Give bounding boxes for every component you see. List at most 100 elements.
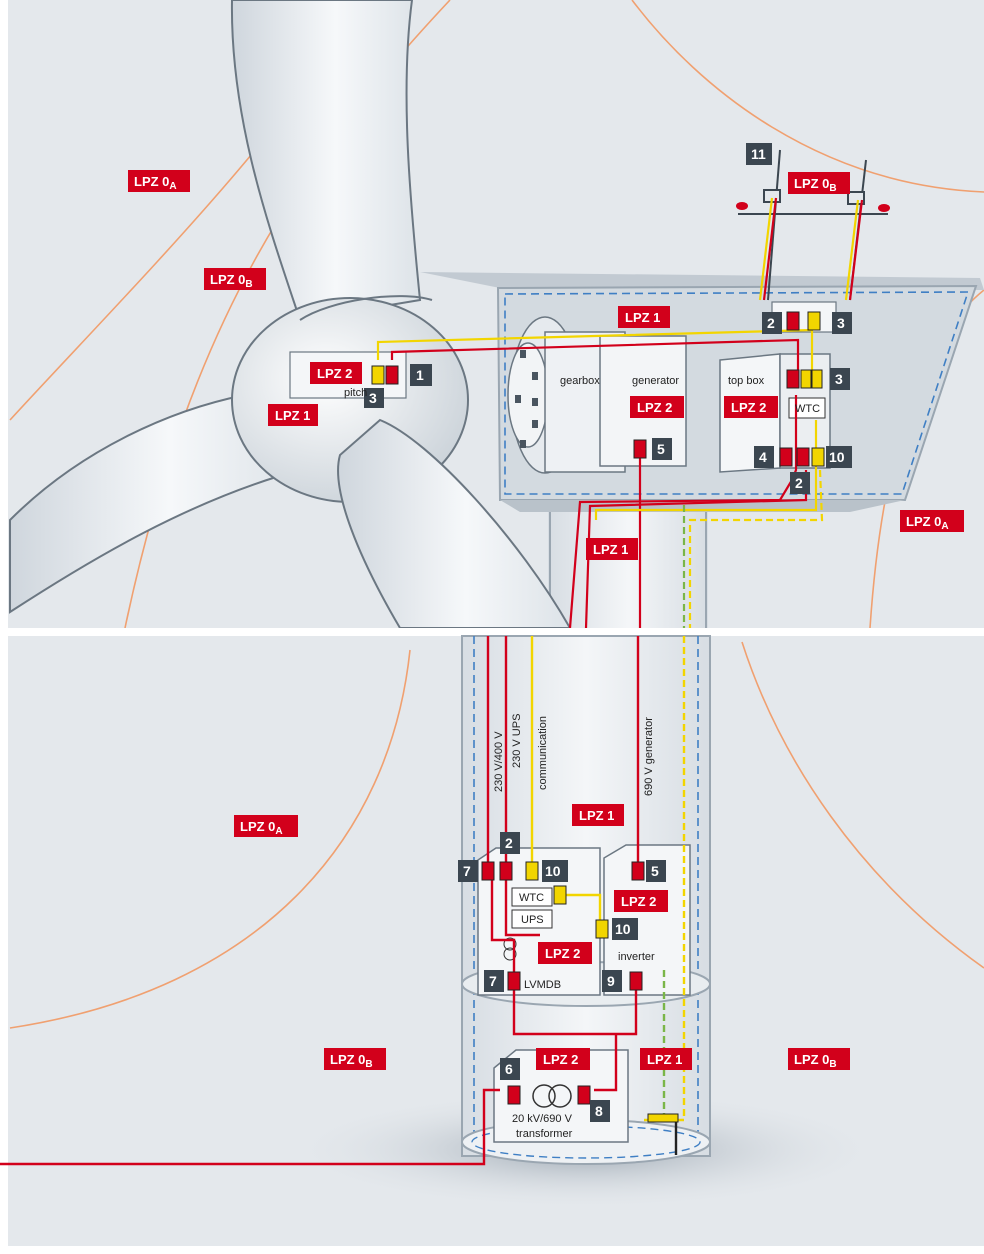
- cable-label-230v400v: 230 V/400 V: [493, 731, 505, 792]
- zone-label-lpz2-topbox: LPZ 2: [724, 396, 778, 418]
- zone-base: LPZ 0: [794, 176, 829, 191]
- zone-label-lpz1-tower-top: LPZ 1: [586, 538, 638, 560]
- svg-text:10: 10: [615, 921, 631, 937]
- svg-text:7: 7: [489, 973, 497, 989]
- zone-label-lpz1-tower: LPZ 1: [572, 804, 624, 826]
- zone-text: LPZ 2: [543, 1052, 578, 1067]
- transformer-label-line2: transformer: [516, 1128, 573, 1140]
- number-6-transformer: 6: [500, 1058, 520, 1080]
- number-7-lower: 7: [484, 970, 504, 992]
- number-10-inverter: 10: [612, 918, 638, 940]
- nacelle: [420, 272, 984, 512]
- zone-text: LPZ 1: [625, 310, 660, 325]
- zone-label-lpz2-transformer: LPZ 2: [536, 1048, 590, 1070]
- gearbox-label: gearbox: [560, 375, 600, 387]
- zone-label-lpz1-nacelle: LPZ 1: [618, 306, 670, 328]
- cable-label-690v-generator: 690 V generator: [643, 717, 655, 796]
- number-1-hub: 1: [410, 364, 432, 386]
- zone-sub: A: [275, 826, 282, 837]
- pitch-label: pitch: [344, 387, 367, 399]
- number-10-lvmdb: 10: [542, 860, 568, 882]
- zone-base: LPZ 0: [240, 819, 275, 834]
- zone-label-lpz2-inverter: LPZ 2: [614, 890, 668, 912]
- number-5-inverter: 5: [646, 860, 666, 882]
- svg-text:4: 4: [759, 449, 767, 465]
- svg-text:3: 3: [369, 390, 377, 406]
- svg-text:10: 10: [829, 449, 845, 465]
- ups-label: UPS: [521, 914, 544, 926]
- svg-text:3: 3: [837, 315, 845, 331]
- inverter-label: inverter: [618, 951, 655, 963]
- cable-label-230v-ups: 230 V UPS: [511, 714, 523, 768]
- zone-base: LPZ 0: [330, 1052, 365, 1067]
- cable-label-communication: communication: [537, 716, 549, 790]
- zone-text: LPZ 1: [579, 808, 614, 823]
- zone-label-lpz0a-top-left: LPZ 0A: [128, 170, 190, 192]
- zone-sub: B: [829, 183, 836, 194]
- number-9-inverter: 9: [602, 970, 622, 992]
- svg-text:7: 7: [463, 863, 471, 879]
- svg-text:5: 5: [657, 441, 665, 457]
- number-8-transformer: 8: [590, 1100, 610, 1122]
- number-11: 11: [746, 143, 772, 165]
- zone-base: LPZ 0: [794, 1052, 829, 1067]
- number-7-upper: 7: [458, 860, 478, 882]
- svg-text:5: 5: [651, 863, 659, 879]
- zone-text: LPZ 1: [647, 1052, 682, 1067]
- number-4-topbox: 4: [754, 446, 774, 468]
- aviation-light-right-icon: [878, 204, 890, 212]
- panel-divider: [0, 628, 984, 636]
- number-2-topbox: 2: [790, 472, 810, 494]
- zone-base: LPZ 0: [906, 514, 941, 529]
- number-5-generator: 5: [652, 438, 672, 460]
- svg-text:1: 1: [416, 367, 424, 383]
- top-box-label: top box: [728, 375, 765, 387]
- number-2-tower: 2: [500, 832, 520, 854]
- svg-text:11: 11: [751, 146, 766, 162]
- zone-sub: B: [245, 279, 252, 290]
- zone-label-lpz0a-right: LPZ 0A: [900, 510, 964, 532]
- zone-label-lpz0a-tower-left: LPZ 0A: [234, 815, 298, 837]
- svg-text:2: 2: [767, 315, 775, 331]
- zone-sub: B: [365, 1059, 372, 1070]
- wtc-tower-label: WTC: [519, 892, 544, 904]
- number-2-mast: 2: [762, 312, 782, 334]
- generator-label: generator: [632, 375, 679, 387]
- svg-text:2: 2: [795, 475, 803, 491]
- zone-text: LPZ 1: [593, 542, 628, 557]
- number-3-mast: 3: [832, 312, 852, 334]
- zone-text: LPZ 2: [637, 400, 672, 415]
- wtc-top-label: WTC: [795, 403, 820, 415]
- zone-base: LPZ 0: [210, 272, 245, 287]
- number-3-topbox: 3: [830, 368, 850, 390]
- transformer-label-line1: 20 kV/690 V: [512, 1113, 573, 1125]
- number-10-topbox: 10: [826, 446, 852, 468]
- zone-sub: A: [169, 181, 176, 192]
- zone-text: LPZ 2: [731, 400, 766, 415]
- zone-sub: B: [829, 1059, 836, 1070]
- zone-label-lpz0b-base-left: LPZ 0B: [324, 1048, 386, 1070]
- svg-text:2: 2: [505, 835, 513, 851]
- zone-label-lpz2-generator: LPZ 2: [630, 396, 684, 418]
- svg-text:3: 3: [835, 371, 843, 387]
- zone-text: LPZ 1: [275, 408, 310, 423]
- svg-text:6: 6: [505, 1061, 513, 1077]
- zone-label-lpz0b-rotor: LPZ 0B: [204, 268, 266, 290]
- zone-base: LPZ 0: [134, 174, 169, 189]
- zone-text: LPZ 2: [545, 946, 580, 961]
- zone-label-lpz1-hub: LPZ 1: [268, 404, 318, 426]
- zone-label-lpz2-lvmdb: LPZ 2: [538, 942, 592, 964]
- svg-text:8: 8: [595, 1103, 603, 1119]
- zone-sub: A: [941, 521, 948, 532]
- lvmdb-label: LVMDB: [524, 979, 561, 991]
- zone-text: LPZ 2: [621, 894, 656, 909]
- svg-text:9: 9: [607, 973, 615, 989]
- zone-text: LPZ 2: [317, 366, 352, 381]
- zone-label-lpz0b-mast: LPZ 0B: [788, 172, 850, 194]
- aviation-light-left-icon: [736, 202, 748, 210]
- svg-text:10: 10: [545, 863, 561, 879]
- zone-label-lpz2-hub: LPZ 2: [310, 362, 362, 384]
- zone-label-lpz0b-base-right: LPZ 0B: [788, 1048, 850, 1070]
